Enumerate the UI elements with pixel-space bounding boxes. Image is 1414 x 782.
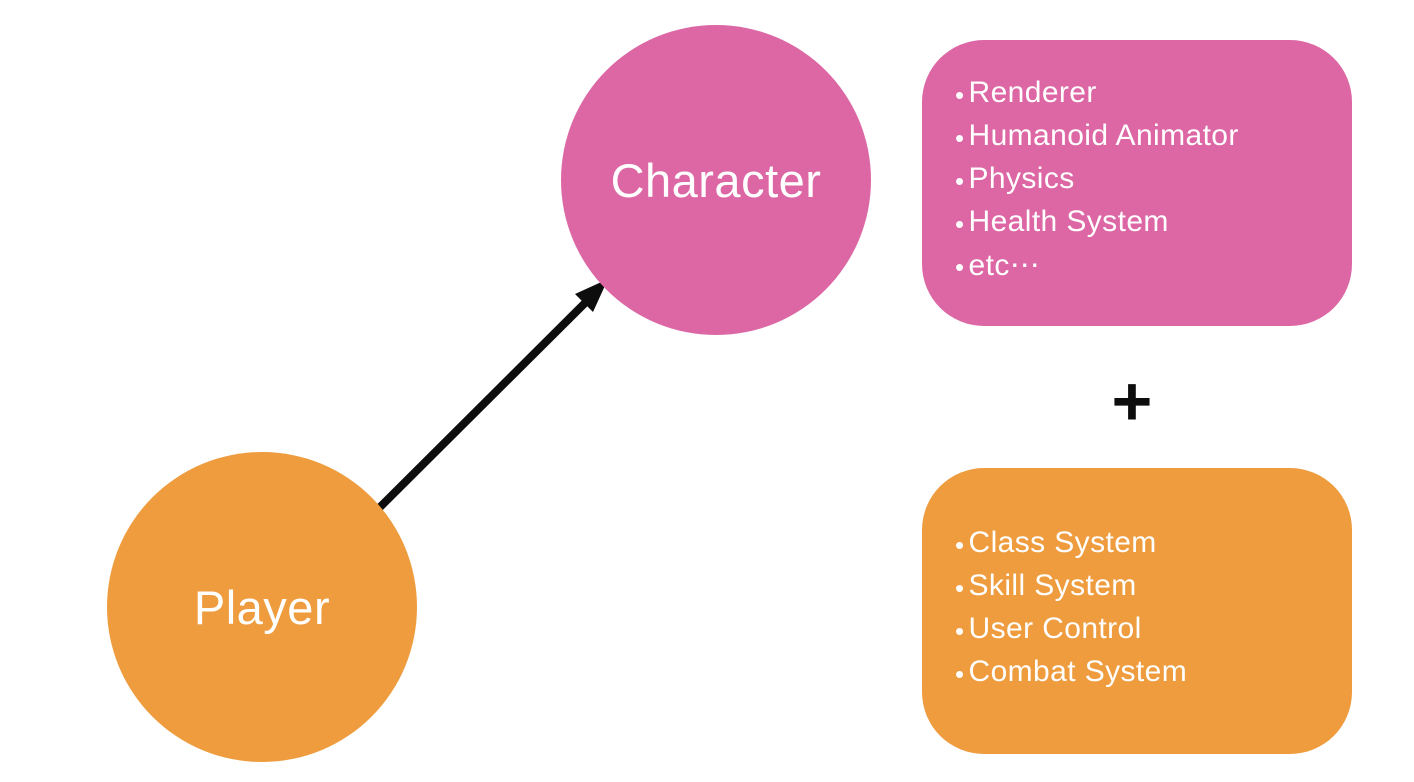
list-item: • Renderer (955, 72, 1332, 115)
bullet-icon: • (955, 252, 965, 282)
list-item: • User Control (955, 607, 1332, 650)
node-player: Player (107, 452, 417, 762)
arrow-player-to-character-icon (351, 279, 608, 536)
bullet-icon: • (955, 658, 965, 689)
component-label: Health System (968, 205, 1169, 238)
bullet-icon: • (955, 529, 965, 560)
list-item: • Class System (955, 521, 1332, 564)
component-label: etc⋯ (968, 248, 1041, 282)
plus-operator: + (1111, 362, 1153, 440)
panel-character-components: • Renderer • Humanoid Animator • Physics… (922, 40, 1352, 326)
node-character-label: Character (610, 153, 822, 207)
bullet-icon: • (955, 123, 965, 153)
list-item: • Physics (955, 158, 1332, 201)
list-item: • Skill System (955, 564, 1332, 607)
component-label: Humanoid Animator (968, 119, 1239, 152)
list-item: • Health System (955, 201, 1332, 244)
list-item: • Combat System (955, 650, 1332, 693)
component-label: Skill System (968, 568, 1137, 602)
bullet-icon: • (955, 80, 965, 110)
component-label: User Control (968, 611, 1142, 645)
bullet-icon: • (955, 572, 965, 603)
component-label: Combat System (968, 654, 1188, 688)
component-label: Renderer (968, 76, 1097, 109)
list-item: • Humanoid Animator (955, 115, 1332, 158)
component-label: Physics (968, 162, 1075, 195)
player-components-list: • Class System • Skill System • User Con… (955, 521, 1332, 693)
panel-player-components: • Class System • Skill System • User Con… (922, 468, 1352, 754)
node-character: Character (561, 25, 871, 335)
list-item: • etc⋯ (955, 244, 1332, 287)
character-components-list: • Renderer • Humanoid Animator • Physics… (955, 72, 1332, 287)
node-player-label: Player (193, 580, 331, 634)
component-label: Class System (968, 525, 1157, 559)
bullet-icon: • (955, 615, 965, 646)
bullet-icon: • (955, 166, 965, 196)
bullet-icon: • (955, 209, 965, 239)
